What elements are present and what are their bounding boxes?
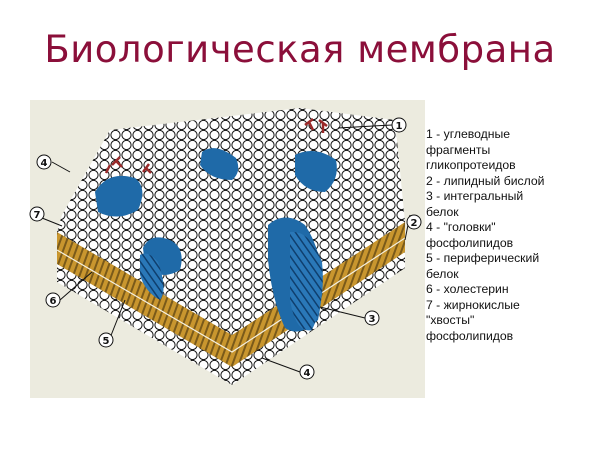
legend-line: 2 - липидный бислой — [426, 173, 545, 188]
legend-line: 6 - холестерин — [426, 282, 509, 296]
legend-line: белок — [426, 266, 459, 281]
legend-line: 7 - жирнокислые — [426, 297, 520, 312]
protein-left — [95, 175, 143, 217]
callout-6: 6 — [50, 296, 57, 307]
callout-4b: 4 — [304, 368, 311, 379]
carbohydrate-fragments — [104, 118, 328, 174]
legend-line: фрагменты — [426, 142, 491, 157]
legend-line: фосфолипидов — [426, 235, 514, 250]
legend-line: 5 - периферический — [426, 251, 540, 265]
lower-head-layer — [57, 250, 405, 385]
callout-7: 7 — [34, 210, 41, 221]
legend-line: 1 - углеводные — [426, 127, 510, 141]
legend-line: "хвосты" — [426, 313, 475, 327]
callout-1: 1 — [396, 121, 403, 132]
page-title: Биологическая мембрана — [44, 28, 556, 71]
legend-line: 3 - интегральный — [426, 189, 524, 203]
legend-line: фосфолипидов — [426, 328, 514, 343]
callout-4: 4 — [41, 158, 48, 169]
fatty-acid-tails — [56, 222, 406, 367]
legend-line: 4 - "головки" — [426, 220, 496, 234]
callouts — [29, 117, 422, 380]
callout-2: 2 — [411, 218, 418, 229]
callout-3: 3 — [369, 314, 376, 325]
legend-line: гликопротеидов — [426, 158, 516, 172]
protein-top — [200, 148, 239, 180]
legend: 1 - углеводные фрагменты гликопротеидов … — [426, 127, 596, 344]
callout-5: 5 — [103, 336, 110, 347]
protein-right-glyco — [295, 151, 337, 192]
proteins — [95, 148, 337, 332]
legend-line: белок — [426, 204, 459, 219]
